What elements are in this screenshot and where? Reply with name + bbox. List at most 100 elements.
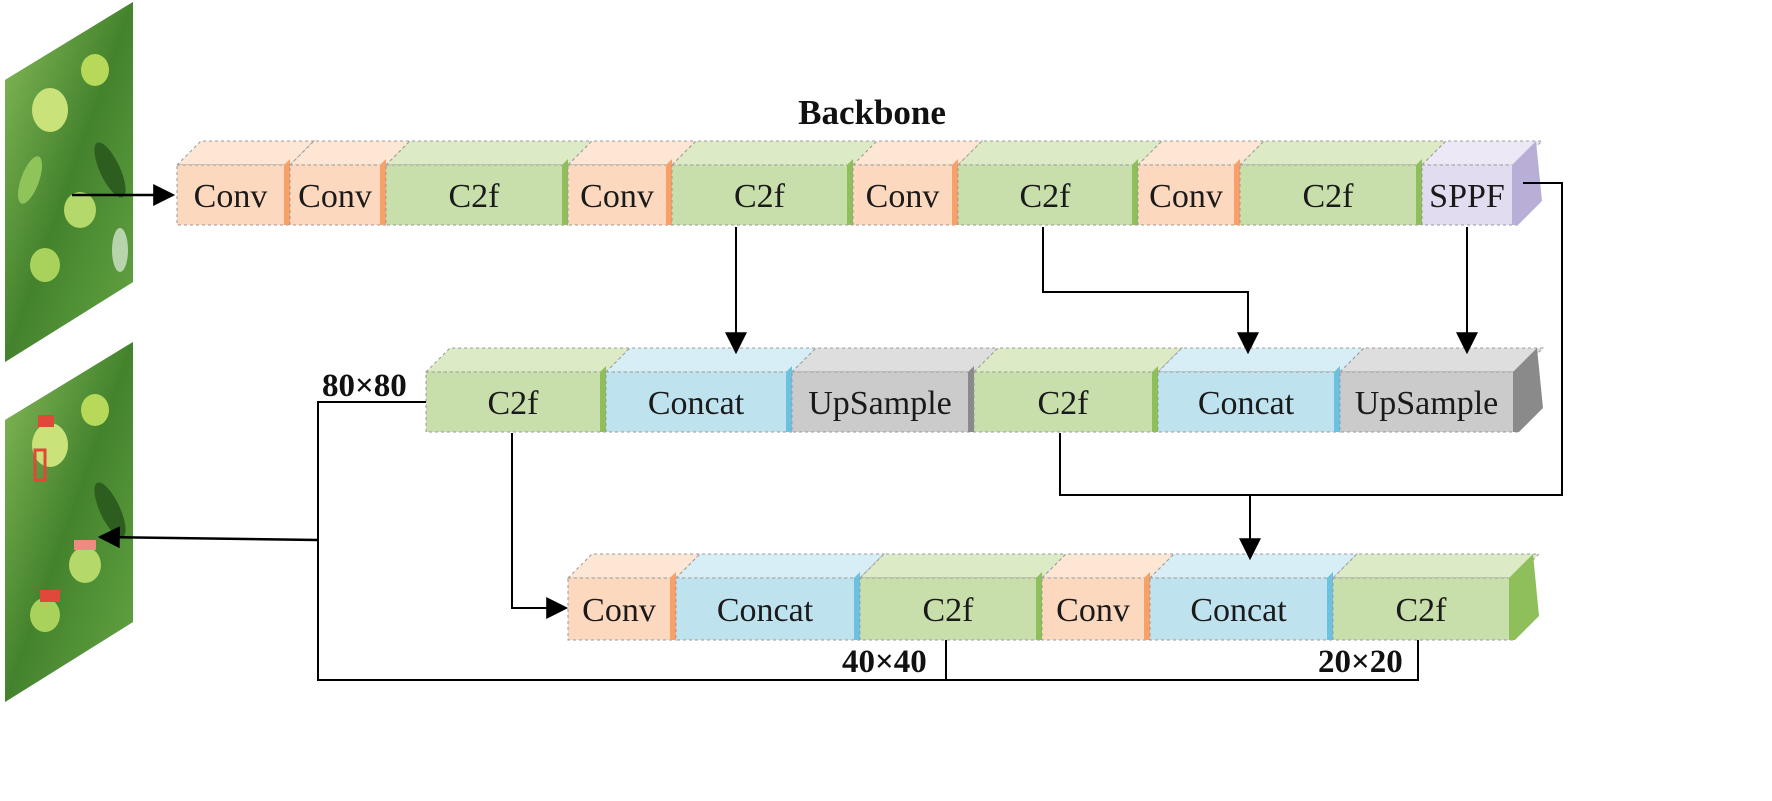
neck-block-front — [1339, 371, 1520, 433]
head-block-label: Conv — [1056, 592, 1130, 629]
head-block-top — [858, 553, 1068, 579]
arrow-neck-c2f-to-head-conv — [511, 433, 569, 619]
head-block-top — [674, 553, 886, 579]
head-block-top — [1148, 553, 1359, 579]
neck-block-label: UpSample — [808, 385, 952, 422]
backbone-block-side — [380, 159, 386, 225]
head-block-side — [1509, 554, 1539, 640]
arrow-sppf-to-head-concat — [1059, 182, 1563, 496]
backbone-block-front — [1137, 164, 1241, 226]
head-block-c2f: C2f — [858, 553, 1068, 641]
scale-label-20: 20×20 — [1318, 644, 1403, 680]
backbone-block-top — [956, 140, 1164, 166]
backbone-block-conv: Conv — [288, 140, 412, 226]
head-block-side — [854, 572, 860, 640]
head-block-label: C2f — [923, 592, 975, 629]
arrow-to-output-image — [97, 526, 319, 549]
backbone-block-label: C2f — [1303, 178, 1355, 215]
neck-block-top — [790, 347, 1000, 373]
backbone-block-conv: Conv — [566, 140, 698, 226]
backbone-block-label: C2f — [449, 178, 501, 215]
neck-block-side — [1513, 348, 1543, 432]
backbone-block-front — [852, 164, 959, 226]
backbone-block-side — [847, 159, 853, 225]
head-block-front — [859, 577, 1043, 641]
head-block-front — [1149, 577, 1334, 641]
neck-block-concat: Concat — [1156, 347, 1366, 433]
diagram-title: Backbone — [798, 93, 946, 132]
neck-block-label: Concat — [648, 385, 745, 422]
backbone-block-c2f: C2f — [1238, 140, 1448, 226]
backbone-block-front — [957, 164, 1139, 226]
backbone-block-top — [288, 140, 412, 166]
neck-block-front — [605, 371, 793, 433]
scale-label-80: 80×80 — [322, 368, 407, 404]
backbone-block-front — [1421, 164, 1519, 226]
neck-block-side — [600, 366, 606, 432]
backbone-block-front — [385, 164, 569, 226]
neck-block-top — [1156, 347, 1366, 373]
backbone-block-label: Conv — [298, 178, 372, 215]
neck-block-front — [1157, 371, 1341, 433]
head-block-c2f: C2f — [1331, 553, 1541, 641]
head-block-side — [1327, 572, 1333, 640]
head-block-side — [1144, 572, 1150, 640]
backbone-block-side — [284, 159, 290, 225]
neck-block-front — [973, 371, 1159, 433]
neck-block-label: C2f — [1038, 385, 1090, 422]
head-block-label: C2f — [1396, 592, 1448, 629]
head-block-top — [1331, 553, 1541, 579]
backbone-block-label: Conv — [580, 178, 654, 215]
connectors — [72, 182, 1563, 681]
backbone-block-side — [1132, 159, 1138, 225]
backbone-block-front — [567, 164, 673, 226]
backbone-block-conv: Conv — [1136, 140, 1266, 226]
backbone-block-top — [1420, 140, 1544, 166]
neck-block-label: C2f — [488, 385, 540, 422]
backbone-block-label: SPPF — [1429, 178, 1505, 215]
head-block-label: Concat — [717, 592, 814, 629]
backbone-block-c2f: C2f — [384, 140, 594, 226]
neck-block-upsample: UpSample — [1338, 347, 1545, 433]
backbone-block-top — [1136, 140, 1266, 166]
head-block-front — [1332, 577, 1516, 641]
backbone-block-front — [176, 164, 291, 226]
neck-block-c2f: C2f — [972, 347, 1184, 433]
neck-block-label: Concat — [1198, 385, 1295, 422]
neck-block-side — [1334, 366, 1340, 432]
backbone-block-label: C2f — [734, 178, 786, 215]
backbone-block-front — [1239, 164, 1423, 226]
input-image — [5, 2, 133, 362]
output-bus-40 — [945, 640, 1419, 681]
backbone-block-side — [1416, 159, 1422, 225]
neck-block-top — [424, 347, 632, 373]
neck-block-c2f: C2f — [424, 347, 632, 433]
head-block-label: Conv — [582, 592, 656, 629]
backbone-block-c2f: C2f — [956, 140, 1164, 226]
backbone-block-top — [1238, 140, 1448, 166]
neck-row: C2f Concat UpSample C2f Concat UpSample — [424, 347, 1545, 433]
neck-block-side — [1152, 366, 1158, 432]
scale-label-40: 40×40 — [842, 644, 927, 680]
backbone-block-conv: Conv — [851, 140, 984, 226]
neck-block-top — [972, 347, 1184, 373]
head-block-front — [675, 577, 861, 641]
output-image — [5, 342, 133, 702]
backbone-block-top — [670, 140, 879, 166]
backbone-block-side — [952, 159, 958, 225]
backbone-block-label: Conv — [1149, 178, 1223, 215]
backbone-block-sppf: SPPF — [1420, 140, 1544, 226]
backbone-block-front — [671, 164, 854, 226]
head-block-side — [670, 572, 676, 640]
backbone-block-front — [289, 164, 387, 226]
neck-block-label: UpSample — [1355, 385, 1499, 422]
head-block-front — [567, 577, 677, 641]
head-block-label: Concat — [1190, 592, 1287, 629]
arrow-c2f-to-concat-2 — [1042, 227, 1259, 355]
backbone-block-top — [175, 140, 316, 166]
head-block-side — [1036, 572, 1042, 640]
backbone-block-side — [666, 159, 672, 225]
backbone-block-conv: Conv — [175, 140, 316, 226]
